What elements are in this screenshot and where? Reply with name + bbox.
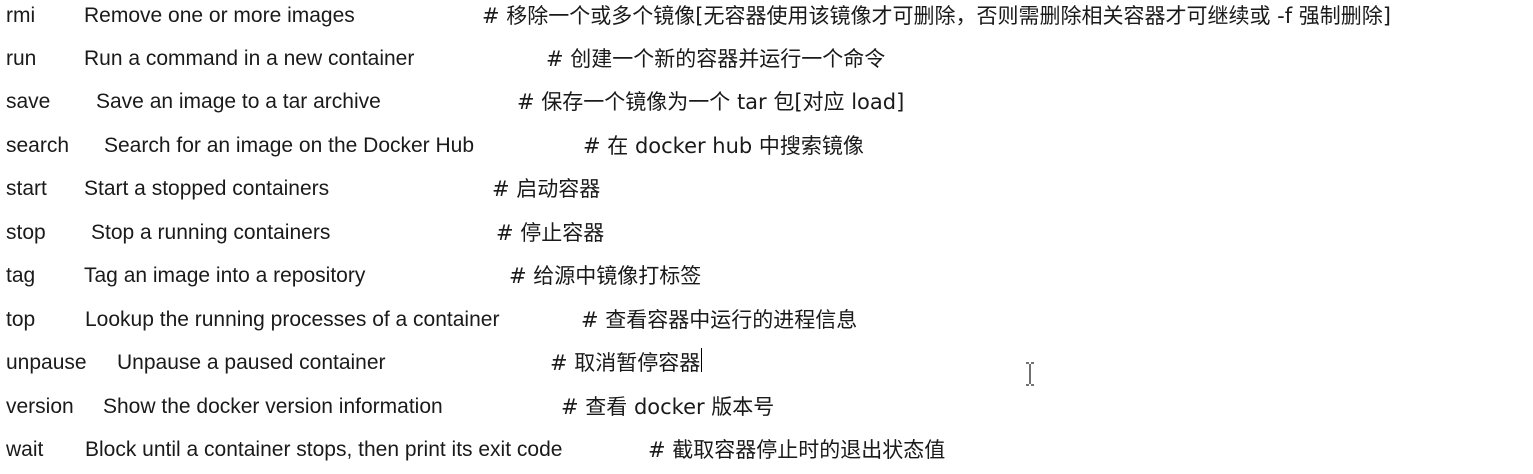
command-name: top xyxy=(6,308,36,331)
command-note: # 在 docker hub 中搜索镜像 xyxy=(583,134,864,158)
command-name: start xyxy=(6,177,47,200)
command-note: # 查看 docker 版本号 xyxy=(561,395,775,419)
command-note: # 停止容器 xyxy=(496,221,605,245)
command-name: version xyxy=(6,395,74,418)
command-description: Stop a running containers xyxy=(91,221,331,244)
command-note-with-caret: # 取消暂停容器 xyxy=(550,348,703,379)
command-name: unpause xyxy=(6,351,87,374)
command-name: save xyxy=(6,90,51,113)
command-note: # 给源中镜像打标签 xyxy=(509,264,702,288)
text-ibeam-cursor-icon xyxy=(1026,362,1034,386)
command-description: Save an image to a tar archive xyxy=(96,90,381,113)
command-note: # 移除一个或多个镜像[无容器使用该镜像才可删除，否则需删除相关容器才可继续或 … xyxy=(482,4,1391,28)
command-description: Block until a container stops, then prin… xyxy=(85,438,563,461)
command-description: Tag an image into a repository xyxy=(84,264,366,287)
command-note: # 创建一个新的容器并运行一个命令 xyxy=(546,47,886,71)
command-description: Lookup the running processes of a contai… xyxy=(85,308,500,331)
command-description: Search for an image on the Docker Hub xyxy=(104,134,475,157)
command-description: Run a command in a new container xyxy=(84,47,415,70)
command-description: Show the docker version information xyxy=(103,395,443,418)
command-name: run xyxy=(6,47,37,70)
command-name: rmi xyxy=(6,4,36,27)
command-name: wait xyxy=(6,438,44,461)
command-name: stop xyxy=(6,221,46,244)
command-description: Unpause a paused container xyxy=(117,351,386,374)
command-note: # 查看容器中运行的进程信息 xyxy=(581,308,858,332)
command-name: search xyxy=(6,134,70,157)
command-name: tag xyxy=(6,264,36,287)
command-note: # 保存一个镜像为一个 tar 包[对应 load] xyxy=(517,90,905,114)
command-note: # 截取容器停止时的退出状态值 xyxy=(648,438,946,462)
command-description: Start a stopped containers xyxy=(84,177,330,200)
command-note: # 启动容器 xyxy=(492,177,601,201)
command-description: Remove one or more images xyxy=(84,4,355,27)
text-caret xyxy=(701,348,703,372)
command-note: # 取消暂停容器 xyxy=(550,351,701,375)
